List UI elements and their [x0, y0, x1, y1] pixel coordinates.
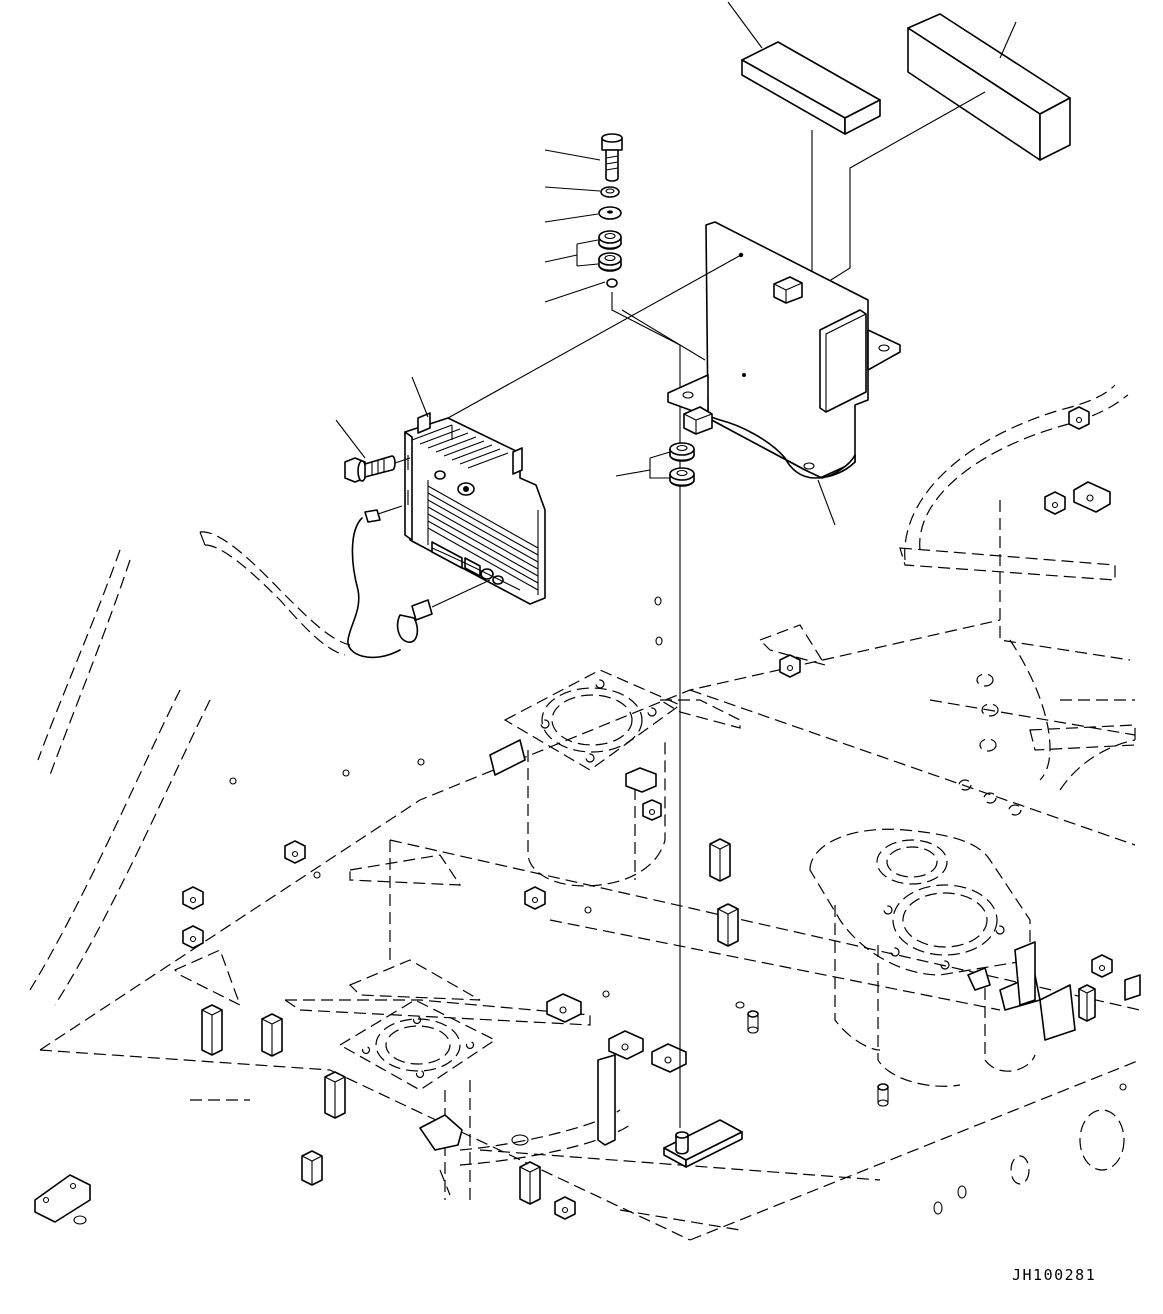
flat-washer: [598, 206, 622, 220]
lock-washer: [600, 186, 620, 198]
stud-base: [663, 1119, 743, 1168]
leader-lines: [335, 1, 1017, 526]
flange-bolt: [344, 455, 396, 483]
cushion-bottom: [669, 442, 695, 487]
collar: [606, 278, 618, 288]
pad-large: [907, 13, 1071, 161]
drawing-number: JH100281: [1012, 1266, 1097, 1284]
revolving-frame: [29, 384, 1141, 1241]
frame-bosses: [34, 406, 1141, 1223]
frame-tower-center: [503, 669, 682, 887]
frame-tower-left: [338, 999, 497, 1200]
cushion-upper: [598, 230, 622, 250]
bolt: [601, 133, 623, 182]
pad-small: [741, 41, 881, 135]
frame-holes: [73, 596, 1127, 1225]
mounting-bracket: [667, 221, 901, 479]
cushion-lower: [598, 252, 622, 272]
wiring-harness: [199, 505, 491, 659]
controller-unit: [404, 412, 546, 605]
frame-tower-right: [809, 828, 1036, 1087]
